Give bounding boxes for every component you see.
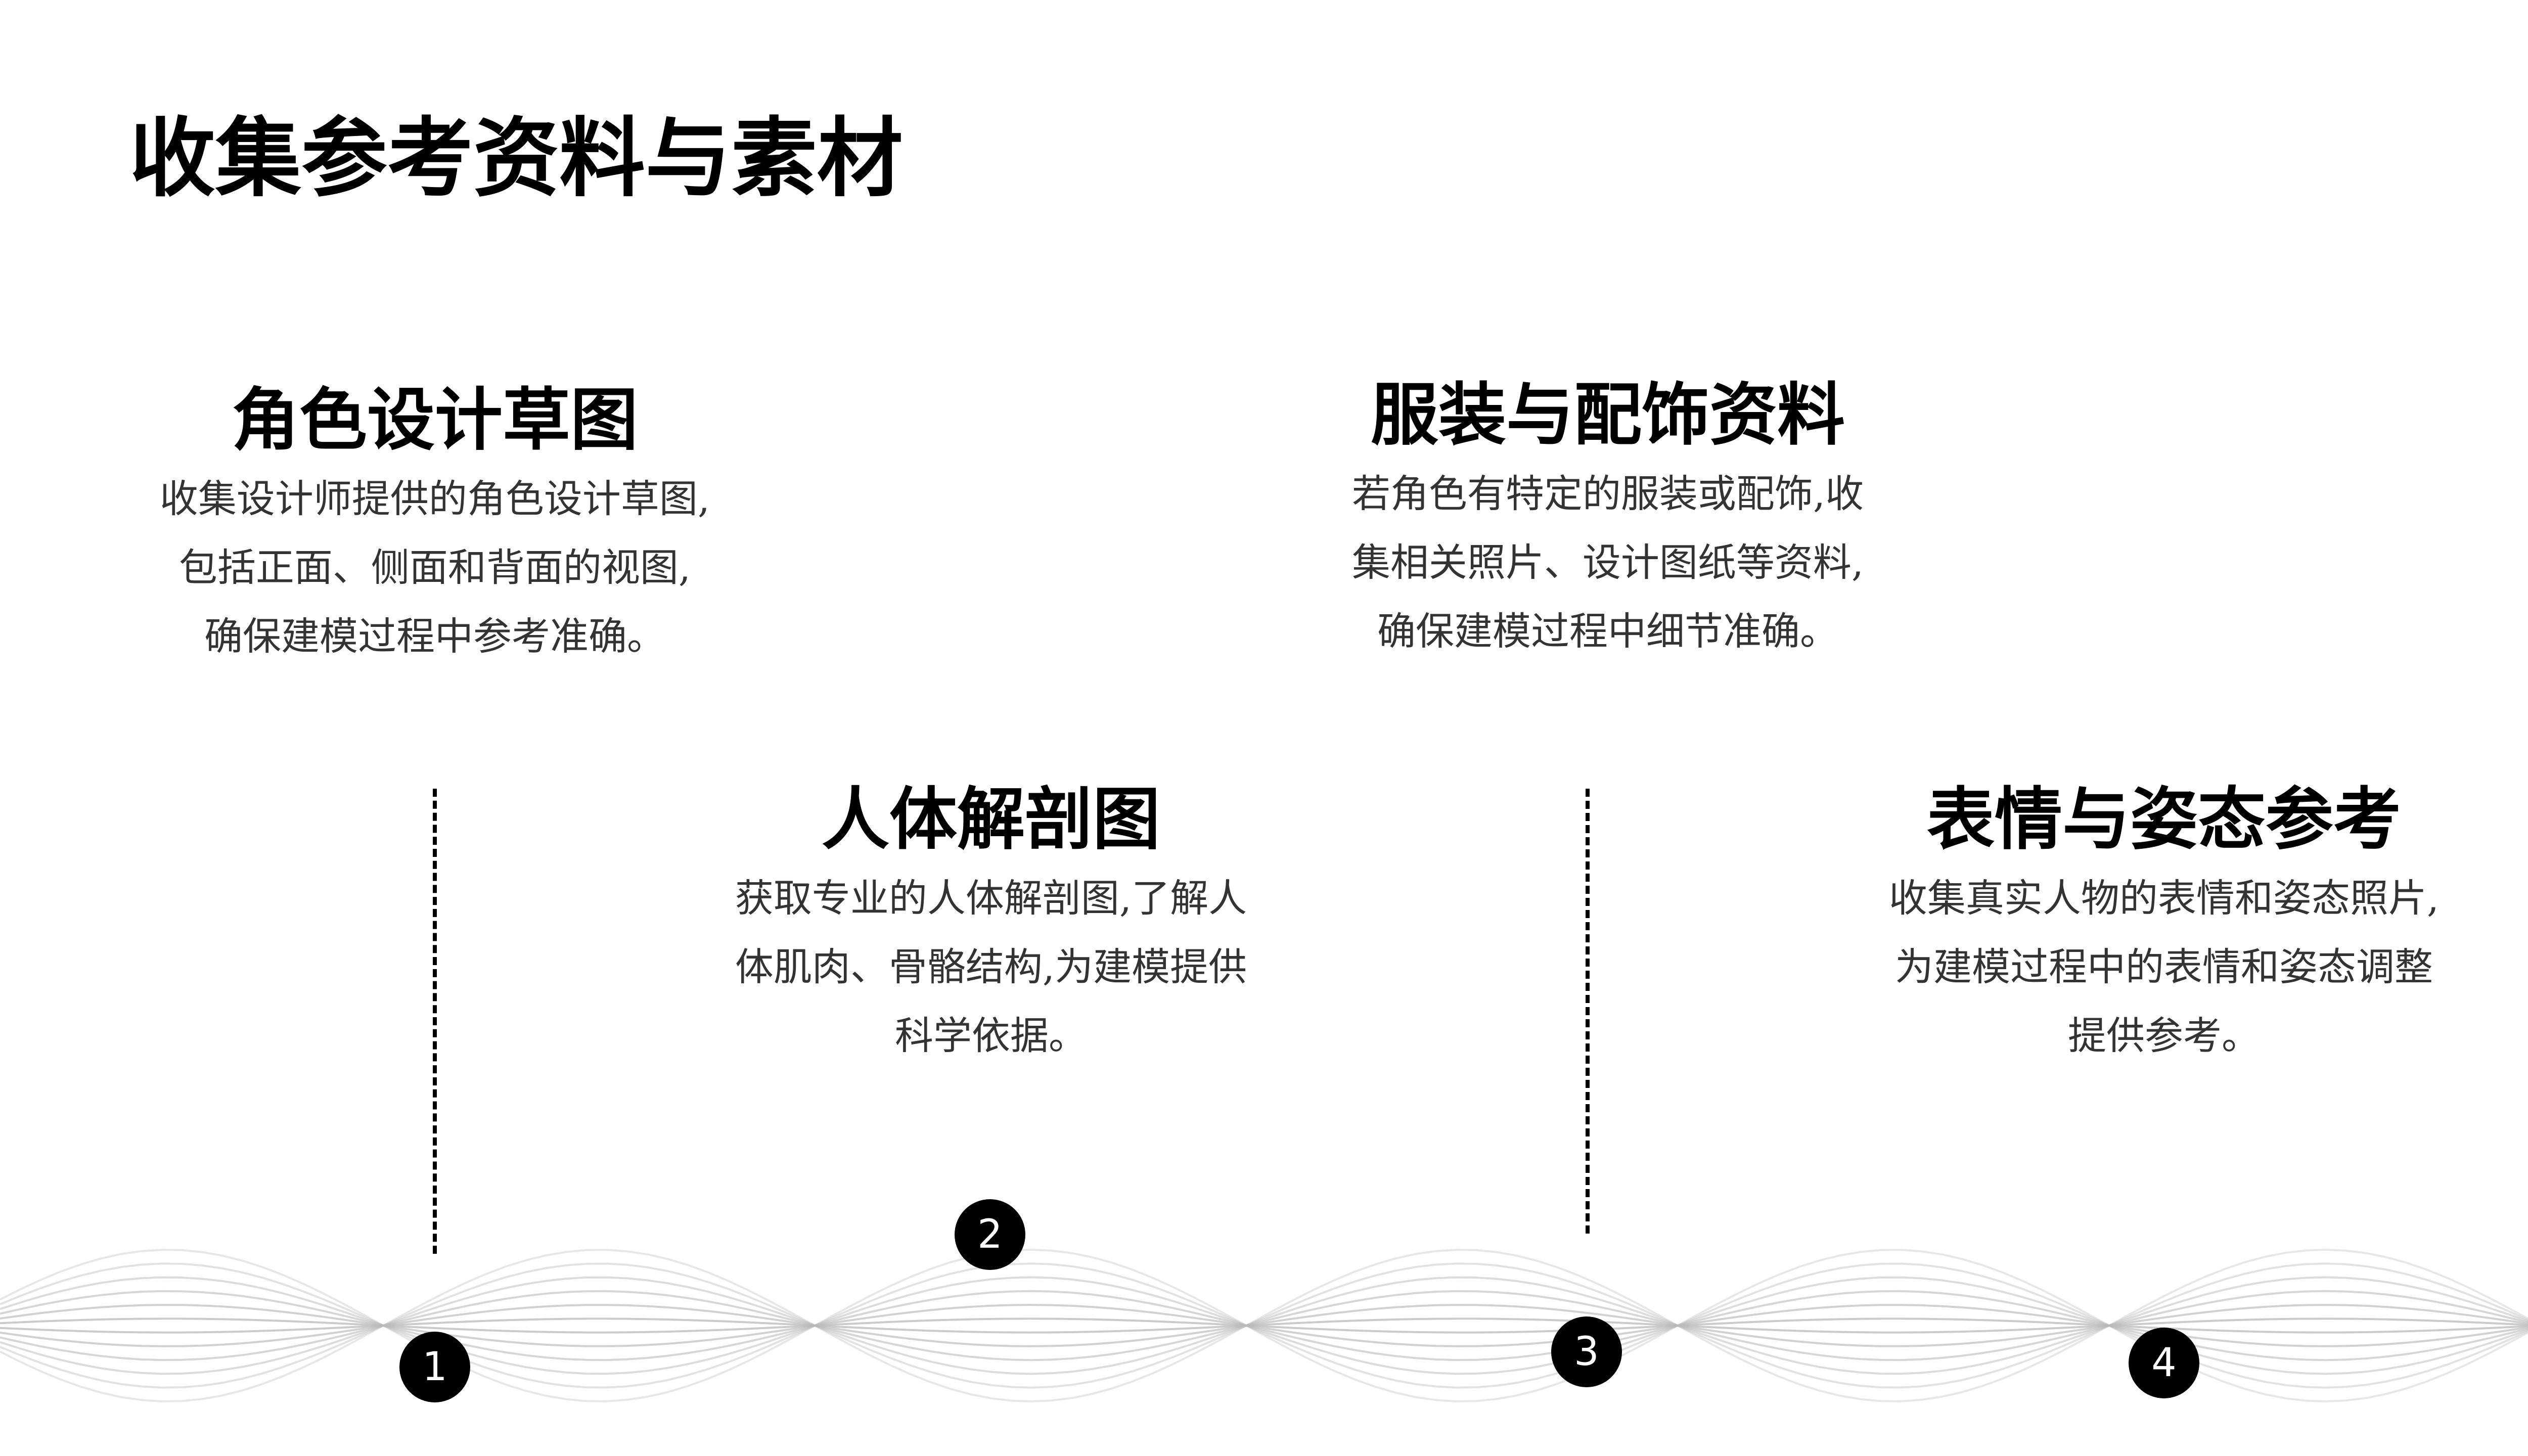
card-costume-accessories: 服装与配饰资料 若角色有特定的服装或配饰,收 集相关照片、设计图纸等资料, 确保… <box>1254 374 1962 666</box>
wave-line <box>0 1248 2528 1403</box>
card-description-line: 确保建模过程中参考准确。 <box>204 613 665 659</box>
card-description: 收集设计师提供的角色设计草图, 包括正面、侧面和背面的视图, 确保建模过程中参考… <box>91 465 779 671</box>
page-title: 收集参考资料与素材 <box>129 108 904 209</box>
card-character-sketch: 角色设计草图 收集设计师提供的角色设计草图, 包括正面、侧面和背面的视图, 确保… <box>91 379 779 671</box>
card-description-line: 收集设计师提供的角色设计草图, <box>159 476 710 521</box>
card-description-line: 获取专业的人体解剖图,了解人 <box>735 875 1247 921</box>
card-description-line: 若角色有特定的服装或配饰,收 <box>1351 471 1864 516</box>
card-description: 获取专业的人体解剖图,了解人 体肌肉、骨骼结构,为建模提供 科学依据。 <box>647 864 1335 1070</box>
card-description-line: 为建模过程中的表情和姿态调整 <box>1895 944 2433 989</box>
card-description-line: 集相关照片、设计图纸等资料, <box>1351 539 1864 585</box>
card-description-line: 科学依据。 <box>895 1013 1087 1058</box>
card-title: 人体解剖图 <box>821 779 1160 859</box>
card-description: 若角色有特定的服装或配饰,收 集相关照片、设计图纸等资料, 确保建模过程中细节准… <box>1254 460 1962 666</box>
step-marker-1: 1 <box>399 1332 470 1402</box>
wave-line <box>0 1304 2528 1347</box>
card-expression-pose: 表情与姿态参考 收集真实人物的表情和姿态照片, 为建模过程中的表情和姿态调整 提… <box>1820 779 2508 1070</box>
card-description-line: 包括正面、侧面和背面的视图, <box>178 544 691 590</box>
step-marker-4: 4 <box>2129 1328 2199 1398</box>
card-title: 表情与姿态参考 <box>1926 779 2401 859</box>
card-title: 角色设计草图 <box>231 380 638 460</box>
wave-line <box>0 1290 2528 1361</box>
card-description-line: 确保建模过程中细节准确。 <box>1377 608 1838 654</box>
wave-line <box>0 1276 2528 1375</box>
wave-line <box>0 1317 2528 1334</box>
card-description-line: 收集真实人物的表情和姿态照片, <box>1888 875 2440 921</box>
wave-line <box>0 1262 2528 1389</box>
step-marker-3: 3 <box>1551 1316 1622 1387</box>
dashed-connector <box>433 789 437 1254</box>
card-anatomy: 人体解剖图 获取专业的人体解剖图,了解人 体肌肉、骨骼结构,为建模提供 科学依据… <box>647 779 1335 1070</box>
wave-lines-decoration <box>0 1248 2528 1403</box>
step-marker-2: 2 <box>955 1199 1025 1270</box>
dashed-connector <box>1586 789 1590 1234</box>
card-description-line: 体肌肉、骨骼结构,为建模提供 <box>735 944 1247 989</box>
card-description-line: 提供参考。 <box>2068 1013 2260 1058</box>
card-title: 服装与配饰资料 <box>1370 375 1845 454</box>
card-description: 收集真实人物的表情和姿态照片, 为建模过程中的表情和姿态调整 提供参考。 <box>1820 864 2508 1070</box>
